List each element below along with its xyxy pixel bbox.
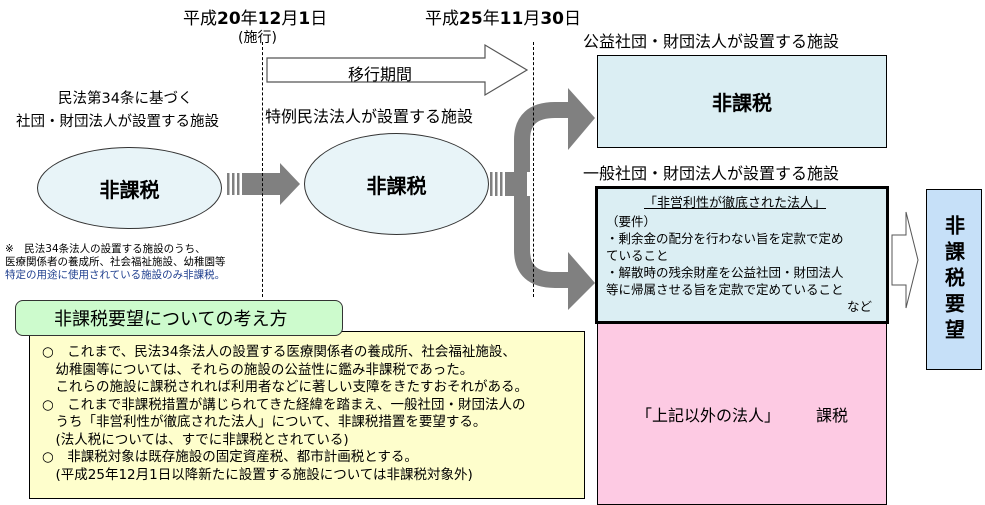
other-label: 「上記以外の法人」 — [635, 406, 780, 425]
opinion-line: (法人税については、すでに非課税とされている) — [42, 431, 349, 448]
left-note-line1: ※ 民法34条法人の設置する施設のうち、 — [5, 243, 206, 255]
requirement-line: 等に帰属させる旨を定款で定めていること — [606, 282, 844, 297]
left-note-line2: 医療関係者の養成所、社会福祉施設、幼稚園等 — [5, 256, 226, 268]
general-caption: 一般社団・財団法人が設置する施設 — [583, 164, 840, 183]
left-note-line3: 特定の用途に使用されている施設のみ非課税。 — [5, 269, 226, 281]
start-note: (施行) — [238, 30, 277, 46]
opinion-line: ○ 非課税対象は既存施設の固定資産税、都市計画税とする。 — [42, 449, 418, 465]
opinion-line: 幼稚園等については、それらの施設の公益性に鑑み非課税であった。 — [42, 361, 474, 378]
transition-label: 移行期間 — [348, 65, 413, 84]
end-date: 平成25年11月30日 — [425, 9, 582, 29]
requirement-suffix: など — [846, 299, 872, 314]
left-status-ellipse: 非課税 — [37, 147, 222, 229]
request-text: 非課税要望 — [941, 214, 966, 345]
opinion-line: ○ これまで、民法34条法人の設置する医療関係者の養成所、社会福祉施設、 — [42, 344, 516, 360]
middle-caption: 特例民法法人が設置する施設 — [265, 107, 474, 126]
requirement-heading: （要件） — [606, 214, 657, 229]
left-caption-line2: 社団・財団法人が設置する施設 — [16, 114, 219, 130]
middle-status-ellipse: 非課税 — [304, 133, 489, 235]
requirement-line: ・解散時の残余財産を公益社団・財団法人 — [606, 265, 844, 280]
transition-arrow — [266, 43, 529, 97]
opinion-line: ○ これまで非課税措置が講じられてきた経緯を踏まえ、一般社団・財団法人の — [42, 396, 526, 413]
opinion-box: ○ これまで、民法34条法人の設置する医療関係者の養成所、社会福祉施設、 幼稚園… — [29, 331, 585, 499]
request-box: 非課税要望 — [926, 189, 982, 370]
public-interest-status: 非課税 — [712, 91, 772, 115]
opinion-line: (平成25年12月1日以降新たに設置する施設については非課税対象外) — [42, 466, 473, 483]
middle-status: 非課税 — [366, 173, 427, 198]
opinion-title: 非課税要望についての考え方 — [54, 309, 288, 330]
left-caption-line1: 民法第34条に基づく — [58, 91, 193, 107]
public-interest-caption: 公益社団・財団法人が設置する施設 — [583, 32, 840, 51]
start-date: 平成20年12月1日 — [183, 9, 328, 29]
other-corporations-box: 「上記以外の法人」 課税 — [597, 324, 887, 505]
request-arrow — [891, 211, 919, 309]
requirement-line: ていること — [606, 248, 669, 263]
requirement-title: 「非営利性が徹底された法人」 — [644, 196, 827, 211]
opinion-line: これらの施設に課税されれば利用者などに著しい支障をきたすおそれがある。 — [42, 379, 528, 395]
start-date-line — [262, 42, 263, 297]
requirement-line: ・剰余金の配分を行わない旨を定款で定め — [606, 231, 844, 246]
end-date-line — [533, 42, 534, 297]
arrow-split — [490, 88, 595, 310]
other-status: 課税 — [816, 406, 849, 425]
left-status: 非課税 — [99, 177, 160, 202]
opinion-title-tab: 非課税要望についての考え方 — [15, 300, 343, 336]
requirement-box: 「非営利性が徹底された法人」 （要件） ・剰余金の配分を行わない旨を定款で定め … — [595, 186, 889, 324]
public-interest-box: 非課税 — [597, 55, 887, 148]
opinion-line: うち「非営利性が徹底された法人」について、非課税措置を要望する。 — [42, 414, 487, 430]
arrow-left-to-middle — [227, 163, 300, 205]
